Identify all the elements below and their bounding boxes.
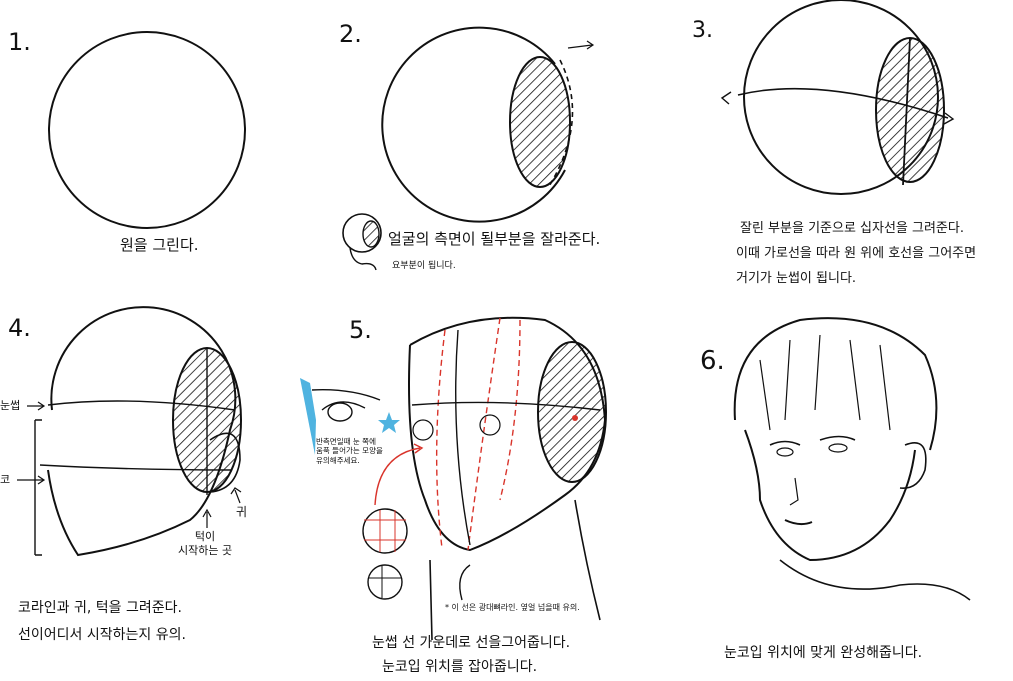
step-4-label-eyebrow: 눈썹	[0, 399, 21, 412]
step-number-3: 3.	[692, 18, 713, 43]
step-number-1: 1.	[8, 28, 31, 56]
step-3-caption-line-1: 잘린 부분을 기준으로 십자선을 그려준다.	[740, 221, 964, 236]
step-number-4: 4.	[8, 314, 31, 342]
step-number-2: 2.	[339, 20, 362, 48]
step-1-caption: 원을 그린다.	[120, 236, 199, 254]
step-2-caption: 얼굴의 측면이 될부분을 잘라준다.	[388, 230, 601, 248]
step-3-caption-line-3: 거기가 눈썹이 됩니다.	[736, 271, 857, 286]
step-3-cross-circle	[720, 0, 955, 195]
step-4-label-ear: 귀	[236, 505, 248, 519]
step-5-caption-line-2: 눈코입 위치를 잡아줍니다.	[382, 659, 538, 675]
step-4-head-construction	[17, 306, 242, 557]
step-number-5: 5.	[349, 316, 372, 344]
step-4-caption-line-2: 선이어디서 시작하는지 유의.	[18, 627, 186, 643]
step-6-caption: 눈코입 위치에 맞게 완성해줍니다.	[724, 645, 923, 661]
step-number-6: 6.	[700, 346, 725, 376]
step-6-finished-face	[733, 317, 971, 601]
step-2-cut-circle	[342, 26, 595, 271]
step-4-label-nose: 코	[0, 473, 11, 486]
step-5-jaw-note: * 이 선은 광대뼈라인. 옆얼 넘을때 유의.	[445, 603, 580, 612]
step-1-circle	[48, 31, 246, 229]
step-5-caption-line-1: 눈썹 선 가운데로 선을그어줍니다.	[372, 635, 571, 651]
step-3-caption-line-2: 이때 가로선을 따라 원 위에 호선을 그어주면	[736, 246, 977, 261]
step-5-head-guides	[300, 316, 607, 641]
step-4-caption-line-1: 코라인과 귀, 턱을 그려준다.	[18, 600, 182, 616]
step-5-eye-note: 반측면일때 눈 쪽에 움푹 들어가는 모양을 유의해주세요.	[316, 437, 383, 465]
step-2-note: 요부분이 됩니다.	[392, 261, 456, 271]
step-4-label-jaw: 턱이 시작하는 곳	[178, 530, 233, 558]
